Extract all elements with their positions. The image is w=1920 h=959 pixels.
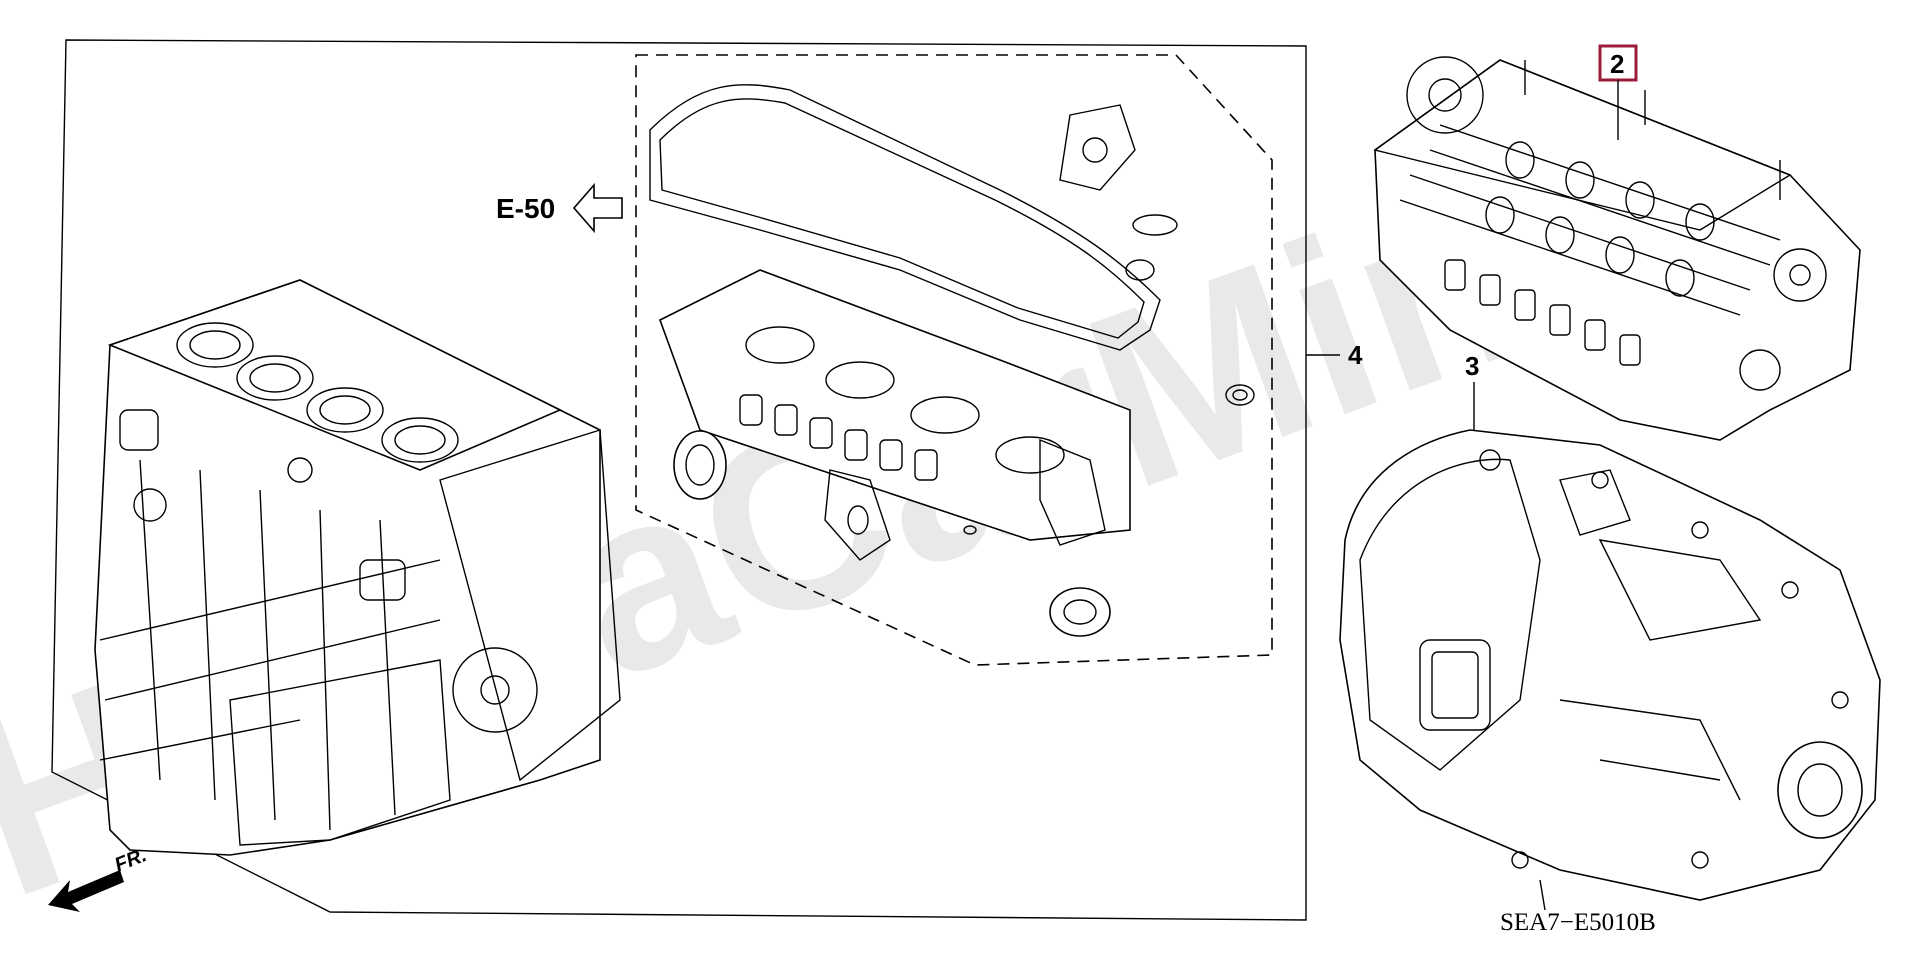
transmission-assembly[interactable]: [1339, 429, 1881, 911]
front-arrow-icon: [48, 870, 124, 912]
gasket-kit-frame: [635, 54, 1273, 666]
cylinder-head-assembly[interactable]: [1373, 56, 1861, 441]
callout-4[interactable]: 4: [1348, 340, 1363, 370]
engine-block-assembly[interactable]: [94, 279, 621, 856]
reference-label: E-50: [496, 193, 555, 224]
callout-2[interactable]: 2: [1610, 49, 1624, 79]
engine-kit-frame: [51, 39, 1307, 921]
reference-e50[interactable]: E-50: [496, 182, 623, 234]
diagram-code: SEA7−E5010B: [1500, 909, 1656, 936]
callout-3[interactable]: 3: [1465, 351, 1479, 381]
reference-arrow-icon: [572, 182, 623, 234]
gasket-kit[interactable]: [649, 84, 1255, 637]
